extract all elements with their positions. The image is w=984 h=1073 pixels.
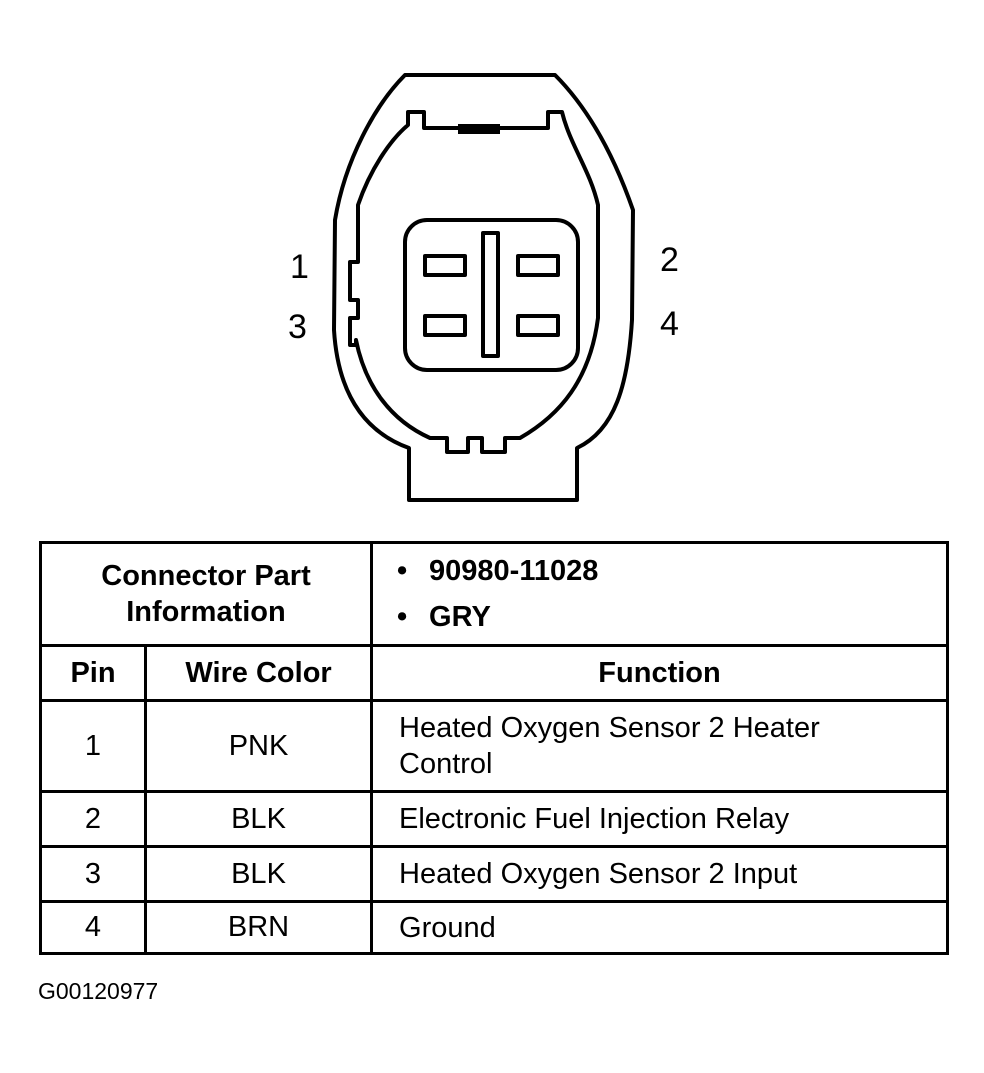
- table-row: 4 BRN Ground: [39, 900, 950, 955]
- connector-face-diagram: [332, 73, 635, 502]
- pin-label-2: 2: [660, 241, 679, 279]
- part-info-header-line1: Connector Part: [101, 560, 311, 592]
- pin-label-4: 4: [660, 305, 679, 343]
- pin-function: Heated Oxygen Sensor 2 Heater Control: [370, 699, 950, 793]
- connector-pin-table: Connector Part Information • 90980-11028 …: [38, 541, 950, 955]
- table-row: 3 BLK Heated Oxygen Sensor 2 Input: [39, 845, 950, 903]
- part-number: 90980-11028: [429, 555, 599, 587]
- wire-color: PNK: [143, 699, 374, 793]
- connector-inner-body: [348, 110, 600, 454]
- column-header-wire-color: Wire Color: [143, 644, 374, 702]
- connector-color: GRY: [429, 601, 491, 633]
- terminal-3: [423, 314, 467, 337]
- pin-label-3: 3: [288, 308, 307, 346]
- pin-number: 2: [39, 790, 147, 848]
- wire-color: BLK: [143, 790, 374, 848]
- terminal-1: [423, 254, 467, 277]
- wire-color: BLK: [143, 845, 374, 903]
- pin-function-line1: Heated Oxygen Sensor 2 Heater: [399, 712, 820, 744]
- part-info-values: • 90980-11028 • GRY: [370, 541, 950, 647]
- pin-number: 4: [39, 900, 147, 955]
- part-info-header: Connector Part Information: [38, 541, 374, 647]
- bullet-icon: •: [397, 601, 408, 633]
- wire-color: BRN: [143, 900, 374, 955]
- keying-mark: [458, 124, 500, 134]
- figure-id: G00120977: [38, 978, 159, 1004]
- terminal-2: [516, 254, 560, 277]
- part-info-row: Connector Part Information • 90980-11028 …: [38, 541, 950, 647]
- connector-outer-housing: [332, 73, 635, 502]
- pin-function: Ground: [370, 900, 950, 955]
- column-header-row: Pin Wire Color Function: [39, 644, 950, 702]
- terminal-4: [516, 314, 560, 337]
- column-header-pin: Pin: [39, 644, 147, 702]
- center-divider: [481, 231, 500, 358]
- pin-function: Heated Oxygen Sensor 2 Input: [370, 845, 950, 903]
- pin-label-1: 1: [290, 248, 309, 286]
- bullet-icon: •: [397, 555, 408, 587]
- pin-function: Electronic Fuel Injection Relay: [370, 790, 950, 848]
- table-row: 2 BLK Electronic Fuel Injection Relay: [39, 790, 950, 848]
- part-info-header-line2: Information: [126, 596, 286, 628]
- table-row: 1 PNK Heated Oxygen Sensor 2 Heater Cont…: [39, 699, 950, 793]
- column-header-function: Function: [370, 644, 950, 702]
- pin-function-line2: Control: [399, 748, 493, 780]
- terminal-cavity-block: [403, 218, 580, 372]
- pin-number: 1: [39, 699, 147, 793]
- pin-number: 3: [39, 845, 147, 903]
